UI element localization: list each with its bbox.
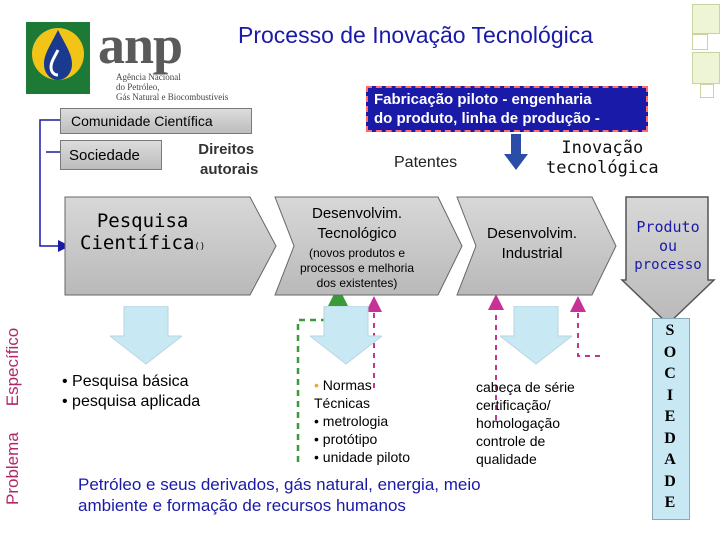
desenv-tec-sub-3: dos existentes) [316,276,398,290]
fabricacao-line-1: Fabricação piloto - engenharia [374,91,592,108]
bottom-text: Petróleo e seus derivados, gás natural, … [78,474,481,516]
down-arrow-icon [504,134,528,170]
direitos-autorais: Direitos autorais [194,140,258,180]
desenv-ind-line-1: Desenvolvim. [486,225,578,242]
sociedade-label: Sociedade [69,147,140,164]
pesquisa-line-2: Científica() [80,232,206,254]
pesquisa-arrow-shape [64,196,277,296]
sociedade-letter: D [664,472,676,490]
sociedade-letter: A [664,451,676,468]
desenv-industrial: Desenvolvim. Industrial [462,224,602,264]
pesquisa-list-item-2: • pesquisa aplicada [62,393,201,410]
logo-drop-icon [26,22,90,94]
inovacao-tecnologica: Inovação tecnológica [546,138,659,178]
problema-label: Problema [3,432,22,505]
desenv-tec-sub-1: (novos produtos e [308,246,406,260]
industrial-list-item-2: certificação/ [476,397,551,413]
logo-wordmark: anp [98,15,183,75]
produto-line-1: Produto [636,218,700,236]
normas-list-item-4: • protótipo [314,431,378,447]
especifico-label: Específico [3,327,22,407]
desenv-tec-sub-2: processos e melhoria [299,261,415,275]
desenv-ind-line-2: Industrial [501,245,563,262]
logo-line-1: Agência Nacional [116,72,181,82]
sociedade-letter: D [664,429,676,447]
desenv-tec-arrow-shape [274,196,463,296]
normas-list-item-5: • unidade piloto [314,449,410,465]
sociedade-letter: E [664,494,676,511]
direitos-line-1: Direitos [198,141,255,158]
normas-list-item-2: Técnicas [314,395,371,411]
industrial-list-item-4: controle de [476,433,546,449]
page-title: Processo de Inovação Tecnológica [238,22,594,48]
sociedade-letter: S [665,322,675,339]
fabricacao-box: Fabricação piloto - engenharia do produt… [366,86,648,132]
inovacao-line-2: tecnológica [546,158,659,178]
problema-especifico: Problema Específico [3,305,29,505]
sociedade-vertical-box [652,318,690,520]
fabricacao-line-2: do produto, linha de produção - [374,110,600,127]
pesquisa-line-1: Pesquisa [96,210,189,232]
magenta-line-right [570,296,600,357]
comunidade-cientifica-box: Comunidade Científica [60,108,252,134]
sociedade-letter: I [666,386,674,404]
industrial-list: cabeça de série certificação/ homologaçã… [476,378,575,468]
pastel-down-arrow-1 [110,306,182,365]
sociedade-letter: O [663,343,677,361]
green-feedback-line [296,286,348,462]
industrial-list-item-1: cabeça de série [476,379,575,395]
pastel-down-arrow-3 [500,306,572,365]
sociedade-letter: E [664,408,676,425]
comunidade-label: Comunidade Científica [71,113,213,129]
desenv-tec-line-1: Desenvolvim. [311,205,403,222]
logo: anp Agência Nacional do Petróleo, Gás Na… [22,15,232,102]
left-connector [39,119,70,252]
inovacao-line-1: Inovação [561,138,644,158]
direitos-line-2: autorais [200,161,259,178]
sociedade-box: Sociedade [60,140,162,170]
logo-line-3: Gás Natural e Biocombustíveis [116,92,229,102]
pastel-down-arrow-2 [310,306,382,365]
bottom-text-line-2: ambiente e formação de recursos humanos [78,496,406,515]
produto-arrow-shape [620,196,716,326]
produto-ou-processo: Produto ou processo [624,218,712,275]
pesquisa-cientifica: Pesquisa Científica() [80,210,205,258]
pesquisa-list: • Pesquisa básica • pesquisa aplicada [62,372,200,412]
produto-line-2: ou [658,237,678,255]
bottom-text-line-1: Petróleo e seus derivados, gás natural, … [78,475,481,494]
sociedade-letter: C [664,365,676,382]
desenv-tecnologico: Desenvolvim. Tecnológico (novos produtos… [272,204,442,291]
pesquisa-list-item-1: • Pesquisa básica [62,373,189,390]
industrial-list-item-3: homologação [476,415,561,431]
normas-list-item-3: • metrologia [314,413,389,429]
logo-line-2: do Petróleo, [116,82,160,92]
desenv-tec-line-2: Tecnológico [317,225,397,242]
desenv-ind-arrow-shape [456,196,617,296]
produto-line-3: processo [634,257,702,273]
patentes-label: Patentes [394,154,458,171]
normas-list-item-1: • Normas [314,377,372,393]
industrial-list-item-5: qualidade [476,451,537,467]
normas-list: • Normas Técnicas • metrologia • protóti… [314,376,410,466]
